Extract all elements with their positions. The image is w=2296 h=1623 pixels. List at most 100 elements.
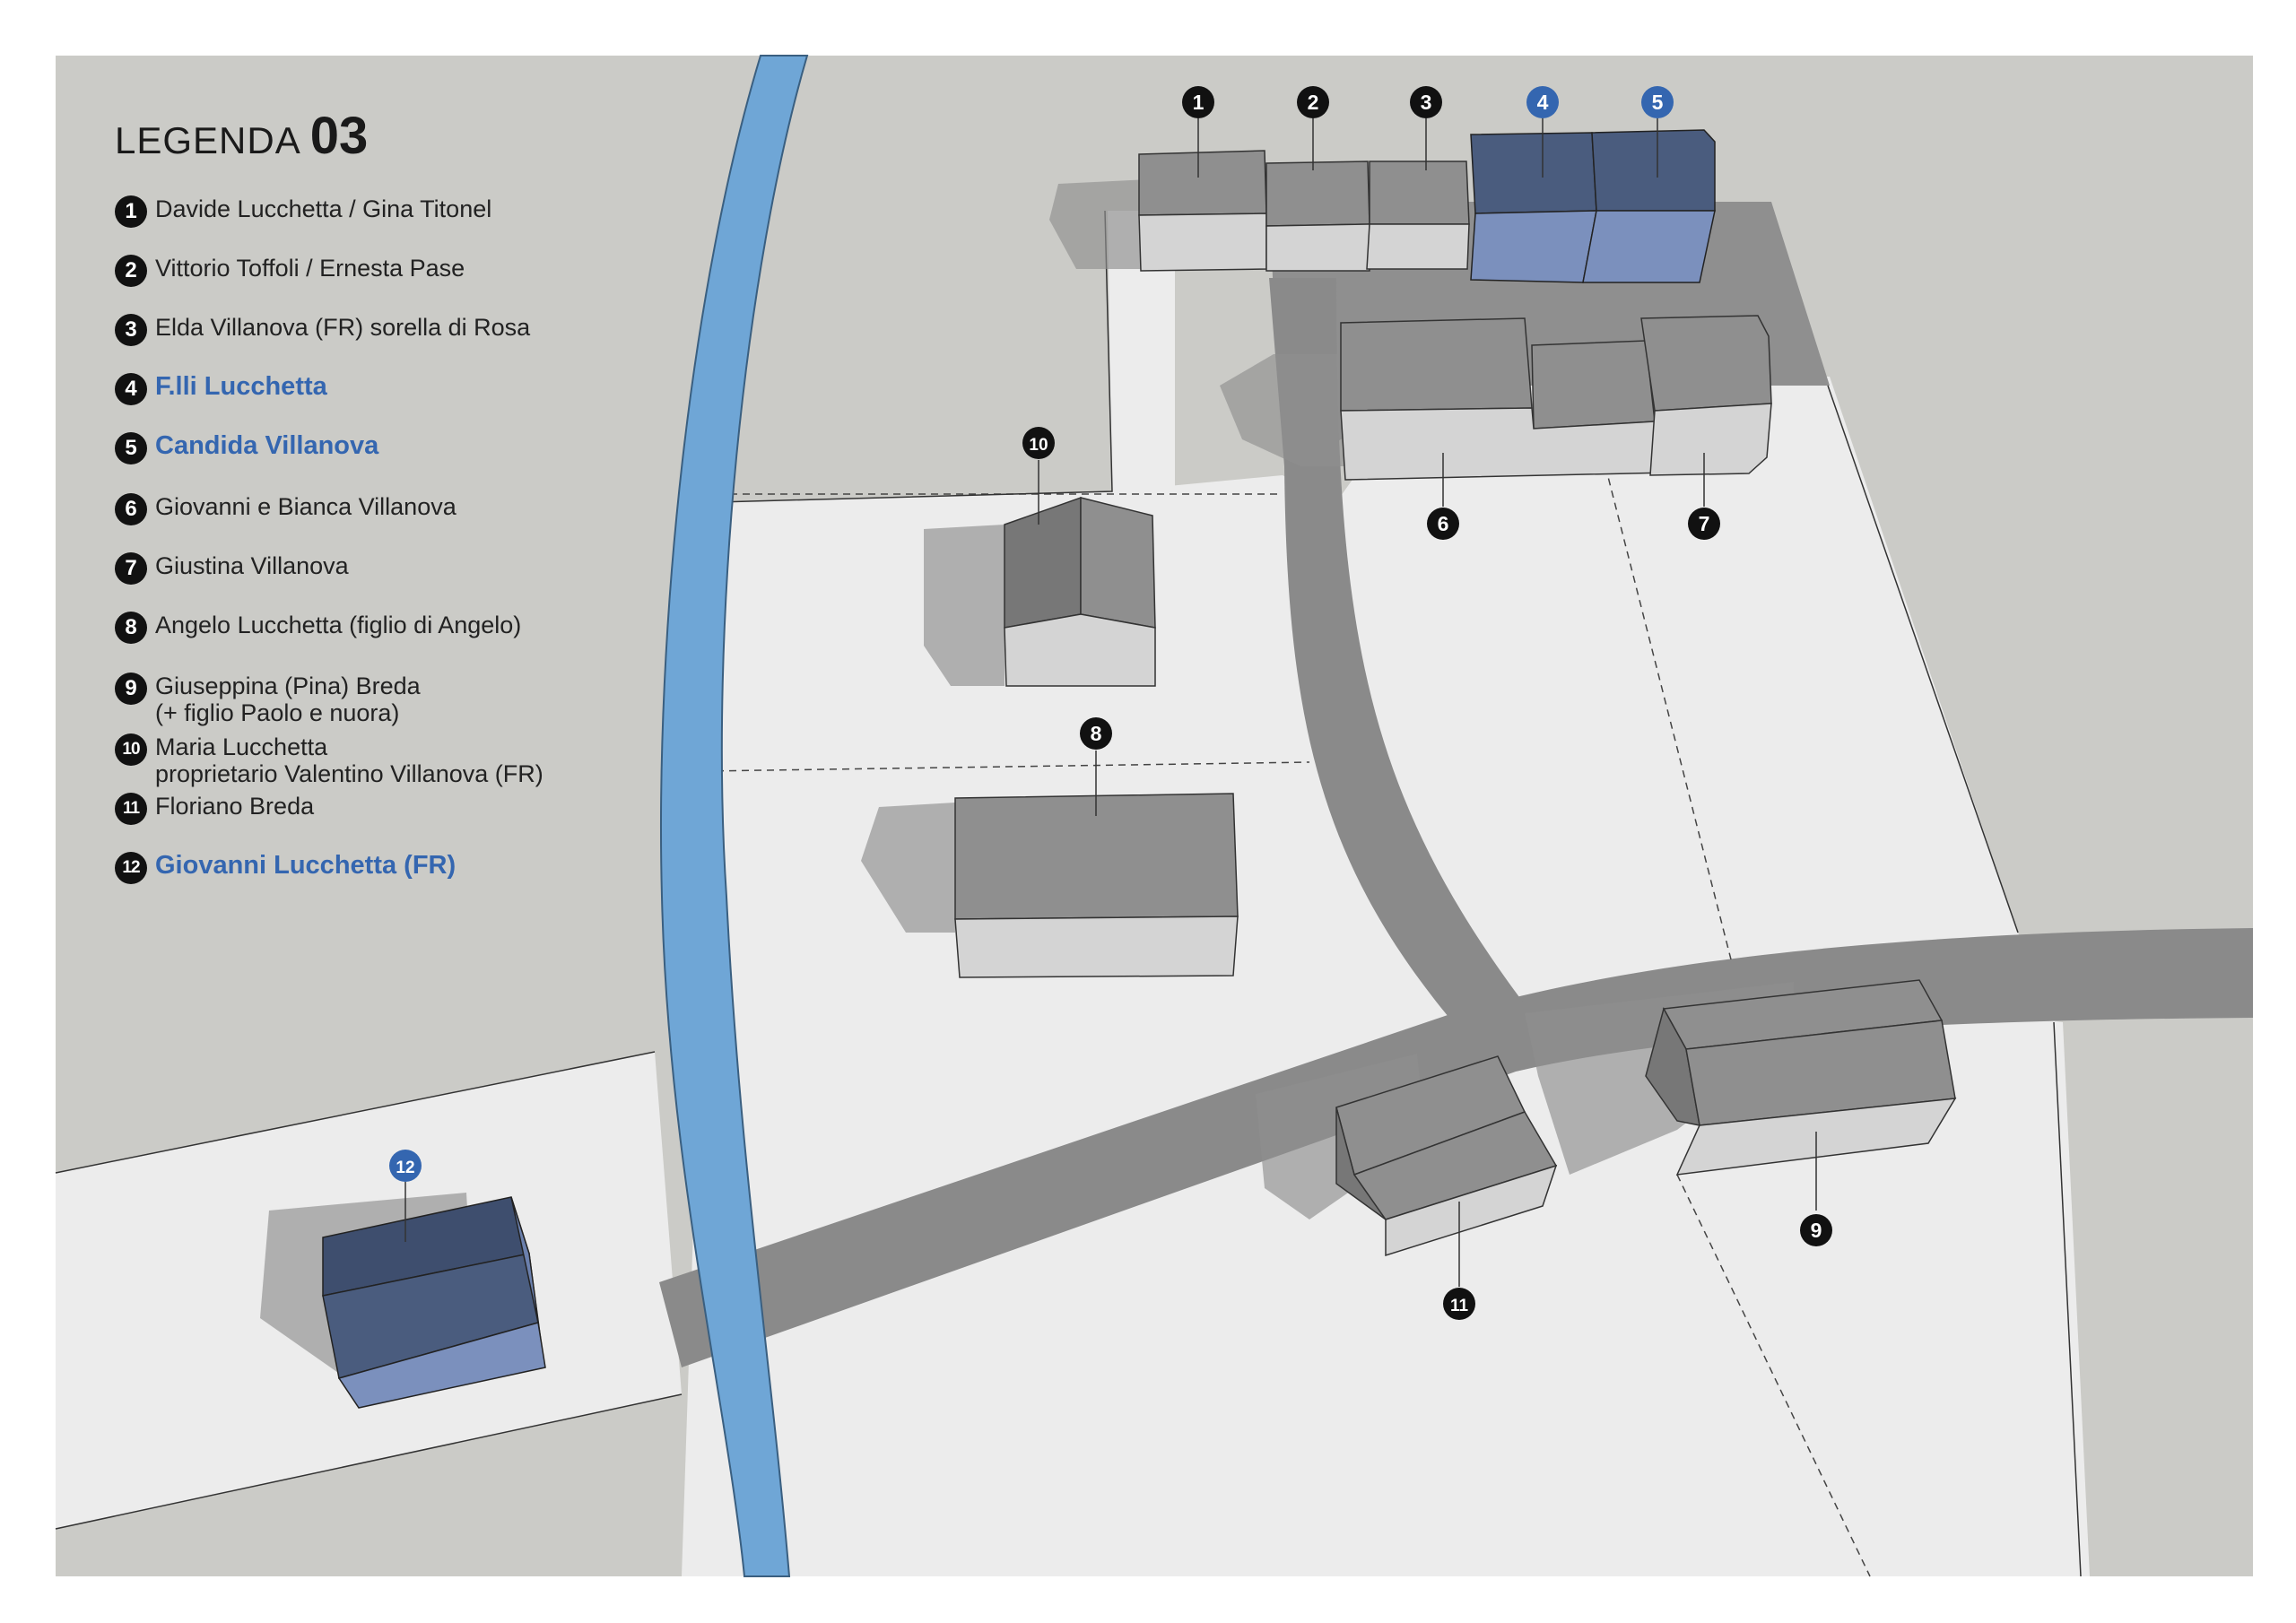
legend-item-7: 7 Giustina Villanova bbox=[115, 552, 349, 585]
legend-label-line1: Floriano Breda bbox=[155, 793, 315, 820]
legend-number-badge: 2 bbox=[115, 255, 147, 287]
building-11 bbox=[1335, 1055, 1558, 1257]
legend-label: Angelo Lucchetta (figlio di Angelo) bbox=[155, 612, 521, 638]
legend-label: Elda Villanova (FR) sorella di Rosa bbox=[155, 314, 530, 341]
map-marker-4: 4 bbox=[1526, 86, 1559, 118]
legend-number-badge: 3 bbox=[115, 314, 147, 346]
legend-item-5: 5 Candida Villanova bbox=[115, 432, 378, 464]
legend-number-badge: 9 bbox=[115, 673, 147, 705]
map-marker-label: 11 bbox=[1450, 1297, 1469, 1315]
legend-number-badge: 10 bbox=[115, 733, 147, 766]
map-marker-9: 9 bbox=[1800, 1214, 1832, 1246]
map-marker-circle bbox=[1182, 86, 1214, 118]
legend-number-badge: 4 bbox=[115, 373, 147, 405]
legend-label-line1: F.lli Lucchetta bbox=[155, 372, 327, 401]
map-marker-circle bbox=[1526, 86, 1559, 118]
legend-label: F.lli Lucchetta bbox=[155, 373, 327, 400]
map-marker-12: 12 bbox=[389, 1150, 422, 1182]
map-marker-label: 12 bbox=[396, 1159, 414, 1177]
legend-label-line1: Maria Lucchetta bbox=[155, 733, 328, 760]
map-marker-1: 1 bbox=[1182, 86, 1214, 118]
map-marker-label: 1 bbox=[1193, 91, 1205, 114]
building-3 bbox=[1366, 161, 1470, 270]
map-marker-label: 10 bbox=[1029, 436, 1048, 455]
map-marker-label: 9 bbox=[1811, 1219, 1822, 1242]
map-marker-label: 5 bbox=[1652, 91, 1664, 114]
legend-item-8: 8 Angelo Lucchetta (figlio di Angelo) bbox=[115, 612, 521, 644]
legend-label: Floriano Breda bbox=[155, 793, 314, 820]
building-10 bbox=[1004, 496, 1156, 687]
legend-label: Giovanni Lucchetta (FR) bbox=[155, 852, 456, 879]
map-marker-label: 3 bbox=[1421, 91, 1432, 114]
parcel-north bbox=[1108, 211, 1175, 502]
map-marker-circle bbox=[1022, 427, 1055, 459]
map-marker-label: 2 bbox=[1308, 91, 1319, 114]
legend-label-line1: Giovanni Lucchetta (FR) bbox=[155, 851, 457, 880]
legend-number-badge: 6 bbox=[115, 493, 147, 525]
parcel-lines bbox=[55, 210, 2082, 1577]
map-marker-circle bbox=[1443, 1288, 1475, 1320]
map-marker-label: 4 bbox=[1537, 91, 1549, 114]
legend-label-line1: Davide Lucchetta / Gina Titonel bbox=[155, 195, 492, 222]
legend-label-line1: Giovanni e Bianca Villanova bbox=[155, 493, 457, 520]
legend-item-2: 2 Vittorio Toffoli / Ernesta Pase bbox=[115, 255, 465, 287]
legend-number-badge: 1 bbox=[115, 195, 147, 228]
legend-label-line1: Giuseppina (Pina) Breda bbox=[155, 673, 421, 699]
legend-label-line1: Angelo Lucchetta (figlio di Angelo) bbox=[155, 612, 522, 638]
map-marker-circle bbox=[1427, 508, 1459, 540]
map-marker-circle bbox=[1410, 86, 1442, 118]
map-marker-10: 10 bbox=[1022, 427, 1055, 459]
legend-label-line2: proprietario Valentino Villanova (FR) bbox=[155, 760, 544, 787]
map-marker-7: 7 bbox=[1688, 508, 1720, 540]
legend-number-badge: 12 bbox=[115, 852, 147, 884]
legend-number-badge: 7 bbox=[115, 552, 147, 585]
legend-label: Giovanni e Bianca Villanova bbox=[155, 493, 457, 520]
legend-label-line1: Elda Villanova (FR) sorella di Rosa bbox=[155, 314, 531, 341]
legend-item-3: 3 Elda Villanova (FR) sorella di Rosa bbox=[115, 314, 530, 346]
building-9 bbox=[1645, 979, 1957, 1176]
map-marker-circle bbox=[1297, 86, 1329, 118]
legend-label: Davide Lucchetta / Gina Titonel bbox=[155, 195, 491, 222]
map-marker-circle bbox=[389, 1150, 422, 1182]
legend-item-4: 4 F.lli Lucchetta bbox=[115, 373, 327, 405]
legend-item-11: 11 Floriano Breda bbox=[115, 793, 314, 825]
map-marker-label: 7 bbox=[1699, 512, 1710, 535]
legend-label-line2: (+ figlio Paolo e nuora) bbox=[155, 699, 400, 726]
map-marker-8: 8 bbox=[1080, 717, 1112, 750]
building-4 bbox=[1470, 132, 1597, 283]
map-marker-circle bbox=[1641, 86, 1674, 118]
legend-number-badge: 8 bbox=[115, 612, 147, 644]
building-2 bbox=[1265, 161, 1370, 272]
map-marker-2: 2 bbox=[1297, 86, 1329, 118]
legend-number-badge: 11 bbox=[115, 793, 147, 825]
legend-label-line1: Giustina Villanova bbox=[155, 552, 349, 579]
river bbox=[660, 55, 809, 1577]
map-marker-circle bbox=[1800, 1214, 1832, 1246]
map-marker-label: 6 bbox=[1438, 512, 1449, 535]
legend-label-line1: Vittorio Toffoli / Ernesta Pase bbox=[155, 255, 465, 282]
building-7 bbox=[1640, 315, 1772, 476]
map-marker-circle bbox=[1080, 717, 1112, 750]
building-8 bbox=[954, 793, 1239, 978]
legend-number-badge: 5 bbox=[115, 432, 147, 464]
legend-label: Giustina Villanova bbox=[155, 552, 349, 579]
map-marker-circle bbox=[1688, 508, 1720, 540]
map-marker-3: 3 bbox=[1410, 86, 1442, 118]
map-marker-5: 5 bbox=[1641, 86, 1674, 118]
legend-item-6: 6 Giovanni e Bianca Villanova bbox=[115, 493, 457, 525]
map-marker-label: 8 bbox=[1091, 722, 1102, 745]
legend-title-number: 03 bbox=[309, 107, 369, 165]
legend-item-1: 1 Davide Lucchetta / Gina Titonel bbox=[115, 195, 491, 228]
legend-label: Candida Villanova bbox=[155, 432, 378, 459]
legend-item-12: 12 Giovanni Lucchetta (FR) bbox=[115, 852, 456, 884]
legend-label: Giuseppina (Pina) Breda(+ figlio Paolo e… bbox=[155, 673, 421, 726]
building-12 bbox=[322, 1196, 546, 1409]
map-marker-11: 11 bbox=[1443, 1288, 1475, 1320]
building-1 bbox=[1138, 150, 1267, 272]
